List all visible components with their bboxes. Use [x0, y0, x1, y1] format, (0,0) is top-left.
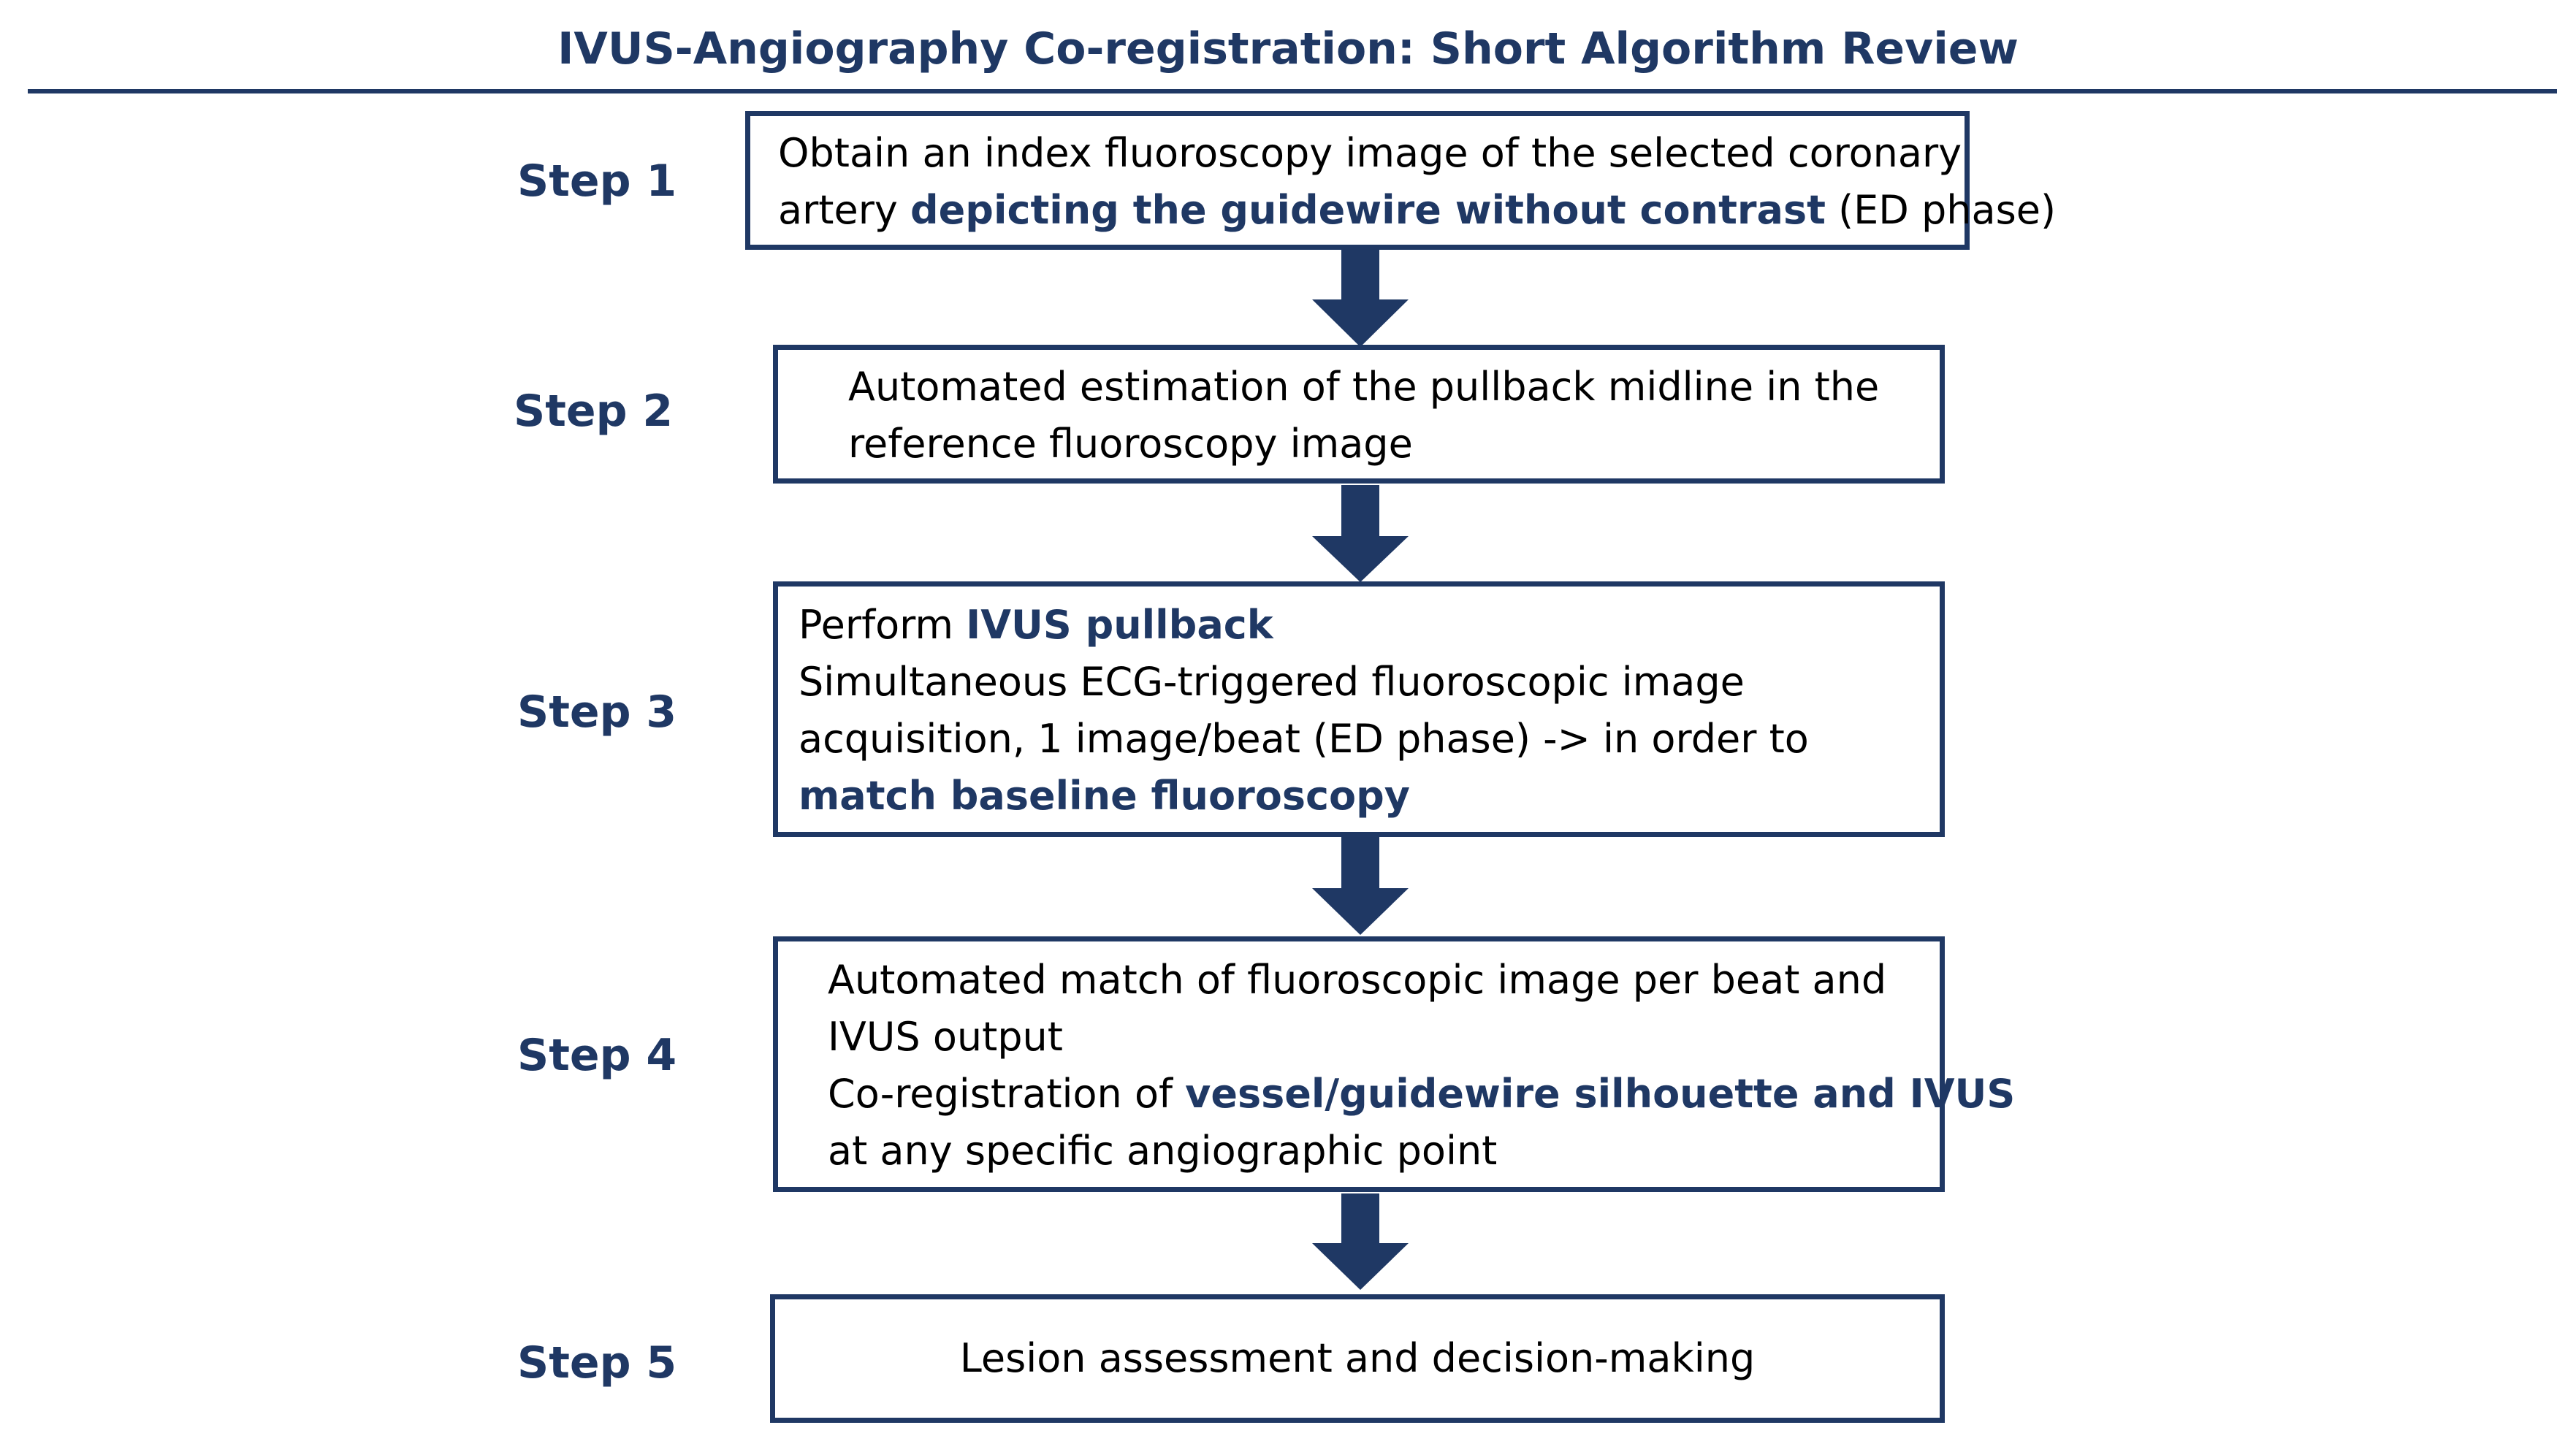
- down-arrow-2: [1312, 485, 1409, 582]
- step-1-line-2: artery depicting the guidewire without c…: [778, 182, 2056, 239]
- step-1-text: Obtain an index fluoroscopy image of the…: [778, 125, 2056, 239]
- down-arrow-1: [1312, 248, 1409, 347]
- step-4-line-2: IVUS output: [828, 1014, 1063, 1060]
- step-2-line-2: reference fluoroscopy image: [848, 421, 1413, 467]
- step-4-highlight: vessel/guidewire silhouette and IVUS: [1185, 1071, 2016, 1117]
- step-4-box: Automated match of fluoroscopic image pe…: [773, 936, 2015, 1192]
- step-1-box: Obtain an index fluoroscopy image of the…: [745, 111, 2056, 250]
- step-3-line-3: acquisition, 1 image/beat (ED phase) -> …: [799, 716, 1809, 762]
- step-3-highlight-match: match baseline fluoroscopy: [799, 773, 1410, 819]
- step-4-text: Automated match of fluoroscopic image pe…: [828, 952, 2015, 1180]
- step-3-line-1: Perform IVUS pullback: [799, 597, 1809, 654]
- step-1-highlight: depicting the guidewire without contrast: [910, 187, 1826, 233]
- step-3-text: Perform IVUS pullback Simultaneous ECG-t…: [799, 597, 1809, 825]
- step-2-box: Automated estimation of the pullback mid…: [773, 345, 1945, 484]
- step-3-line-1-seg-1: Perform: [799, 602, 967, 648]
- step-2-text: Automated estimation of the pullback mid…: [848, 359, 1879, 473]
- step-4-line-4: at any specific angiographic point: [828, 1128, 1498, 1174]
- step-4-line-3-seg-1: Co-registration of: [828, 1071, 1186, 1117]
- diagram-title: IVUS-Angiography Co-registration: Short …: [557, 23, 2019, 75]
- step-1-line-2-seg-3: (ED phase): [1825, 187, 2057, 233]
- step-5-label: Step 5: [517, 1337, 677, 1388]
- step-3-highlight-pullback: IVUS pullback: [966, 602, 1273, 648]
- down-arrow-3: [1312, 837, 1409, 935]
- step-1-line-1: Obtain an index fluoroscopy image of the…: [778, 125, 2056, 182]
- step-5-text: Lesion assessment and decision-making: [959, 1335, 1756, 1381]
- step-4-label: Step 4: [517, 1030, 677, 1081]
- step-2-line-1: Automated estimation of the pullback mid…: [848, 364, 1880, 410]
- step-1-label: Step 1: [517, 156, 677, 207]
- step-1-line-2-seg-1: artery: [778, 187, 911, 233]
- step-3-label: Step 3: [517, 687, 677, 738]
- title-divider: [28, 89, 2557, 93]
- step-2-label: Step 2: [514, 386, 674, 437]
- step-5-box: Lesion assessment and decision-making: [770, 1294, 1945, 1423]
- step-4-line-3: Co-registration of vessel/guidewire silh…: [828, 1066, 2015, 1123]
- down-arrow-4: [1312, 1193, 1409, 1290]
- step-4-line-1: Automated match of fluoroscopic image pe…: [828, 957, 1887, 1003]
- step-3-box: Perform IVUS pullback Simultaneous ECG-t…: [773, 581, 1945, 837]
- step-3-line-2: Simultaneous ECG-triggered fluoroscopic …: [799, 659, 1745, 705]
- step-1-line-1-seg-1: Obtain an index fluoroscopy image of the…: [778, 130, 1962, 176]
